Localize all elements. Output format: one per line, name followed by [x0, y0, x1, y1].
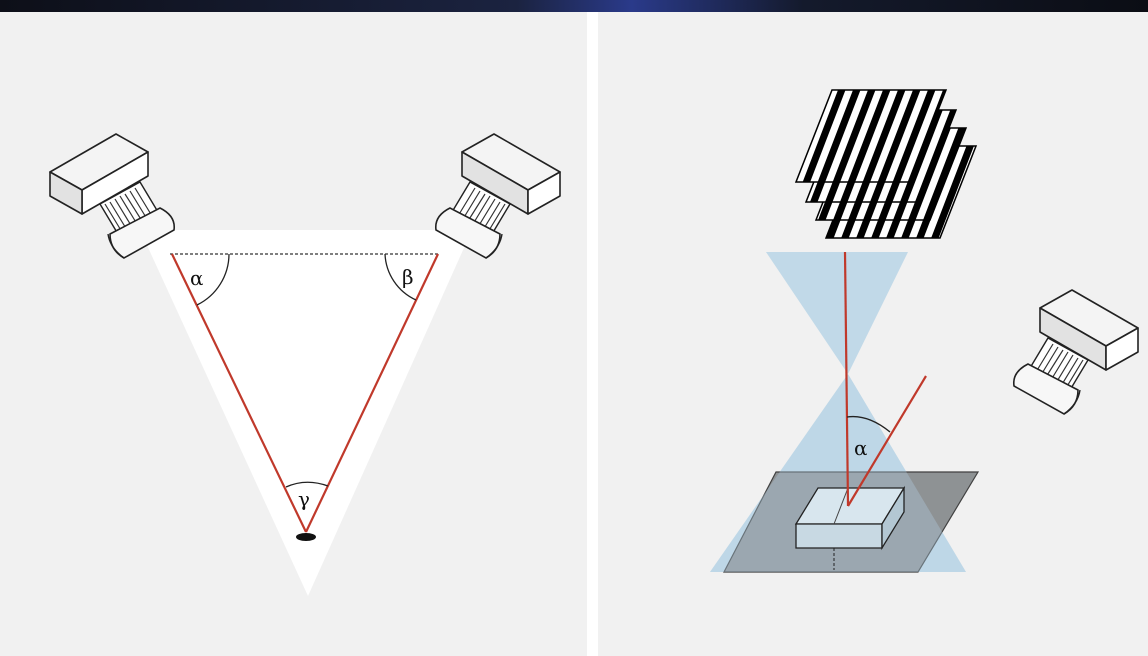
structured-light-diagram: α [710, 89, 1139, 573]
alpha-label: α [854, 436, 868, 460]
laser-line-camera [847, 375, 927, 507]
right-diagram-panel: α [598, 12, 1148, 656]
field-of-view-triangle [140, 230, 472, 596]
alpha-arc [196, 253, 230, 306]
laser-line-left [171, 253, 307, 533]
alpha-label: α [190, 266, 204, 290]
beta-arc [384, 253, 417, 301]
triangulation-diagram: α β γ [49, 133, 561, 596]
gamma-arc [285, 481, 329, 488]
gamma-label: γ [298, 487, 310, 511]
target-point [296, 533, 316, 541]
laser-line-projector [843, 251, 850, 507]
stripe-pattern-stack [794, 89, 978, 239]
left-diagram-panel: α β γ [0, 12, 587, 656]
camera-right-icon [434, 133, 561, 259]
camera-left-icon [49, 133, 176, 259]
projector-cone-upper [766, 252, 908, 374]
camera-icon [1012, 289, 1139, 415]
alpha-arc [846, 415, 891, 433]
measured-object [794, 485, 906, 570]
top-banner-strip [0, 0, 1148, 12]
beta-label: β [402, 265, 414, 289]
cone-overlay [710, 374, 966, 572]
